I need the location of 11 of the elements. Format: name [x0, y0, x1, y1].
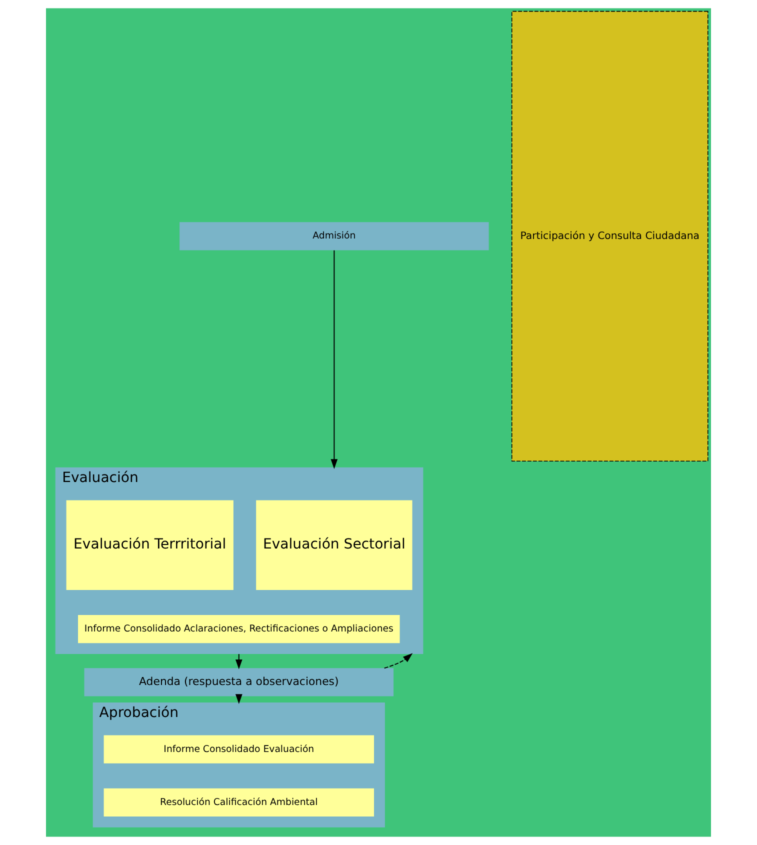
node-box: Evaluación Sectorial — [256, 500, 412, 590]
arrow — [330, 250, 338, 469]
node-box: Informe Consolidado Evaluación — [104, 735, 374, 764]
node-box: Participación y Consulta Ciudadana — [511, 10, 708, 462]
arrow — [235, 654, 242, 670]
node-box: Informe Consolidado Aclaraciones, Rectificaciones o Ampliaciones — [78, 615, 400, 644]
arrow — [384, 653, 413, 669]
node-box: Resolución Calificación Ambiental — [104, 788, 374, 816]
arrow — [235, 694, 242, 704]
node-box: Admisión — [180, 222, 489, 250]
node-box: Evaluación Terrritorial — [66, 500, 234, 590]
